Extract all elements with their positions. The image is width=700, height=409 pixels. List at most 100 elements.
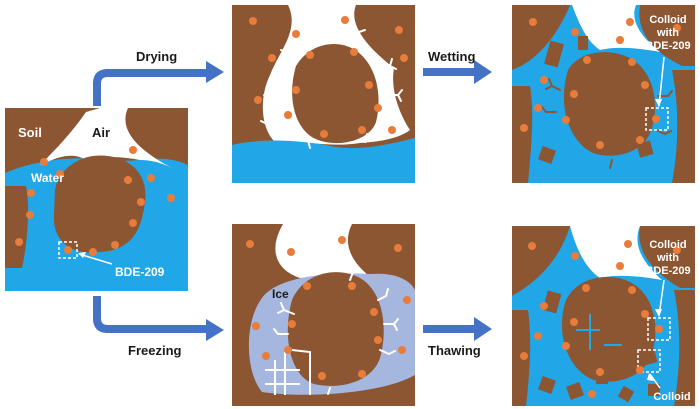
process-arrows: Drying Freezing Wetting Thawing [93,49,492,358]
label-colloid-bde-wetting-1: Colloid [649,14,686,26]
arrow-to-freezing-icon [93,296,224,341]
colloid-arrowhead-icon [647,373,654,381]
bde-particle-icon [534,104,542,112]
thaw-cracks [576,314,622,350]
bde-particle-icon [520,124,528,132]
colloid-bde-box-wetting [645,107,669,131]
bde-particle-icon [374,336,382,344]
label-soil: Soil [18,125,42,140]
panel-freezing: Ice [232,224,415,406]
bde-particle-icon [64,246,72,254]
bde-particle-icon [562,116,570,124]
bde-particle-icon [388,126,396,134]
bde-particle-icon [520,352,528,360]
arrow-to-thawing-icon [423,317,492,341]
particles-freezing [246,236,411,380]
particles-thawing [520,240,681,398]
bde-particle-icon [292,30,300,38]
bde-particle-icon [528,242,536,250]
label-colloid-bde-wetting-3: BDE-209 [645,40,690,52]
bde-particle-icon [350,48,358,56]
bde-particle-icon [320,130,328,138]
bde-particle-icon [624,240,632,248]
bde-particle-icon [292,86,300,94]
bde-particle-icon [40,158,48,166]
bde-particle-icon [403,296,411,304]
bde-particle-icon [89,248,97,256]
drying-roots [260,29,403,149]
panel-drying [232,5,415,183]
bde-particle-icon [673,246,681,254]
bde-particle-icon [582,284,590,292]
bde-particle-icon [303,282,311,290]
bde-particle-icon [306,51,314,59]
bde-particle-icon [616,262,624,270]
bde-particle-icon [167,194,175,202]
bde-particle-icon [588,390,596,398]
particles-drying [249,16,408,138]
bde-particle-icon [596,141,604,149]
label-drying: Drying [136,49,177,64]
bde-particle-icon [398,346,406,354]
bde-particle-icon [56,170,64,178]
bde-particle-icon [534,332,542,340]
bde-particle-icon [341,16,349,24]
bde-pointer-arrowhead-icon [78,252,86,258]
bde-particle-icon [284,346,292,354]
bde-particle-icon [616,36,624,44]
bde-particle-icon [641,81,649,89]
bde-particle-icon [129,219,137,227]
bde-particle-icon [124,176,132,184]
bde-particle-icon [284,111,292,119]
label-colloid-bde-thawing-3: BDE-209 [645,265,690,277]
bde-particle-icon [137,198,145,206]
bde-particle-icon [374,104,382,112]
bde-particle-icon [348,282,356,290]
bde-particle-icon [570,90,578,98]
bde-particle-icon [338,236,346,244]
freezing-roots [273,271,399,395]
bde-particle-icon [288,320,296,328]
bde-particle-icon [268,54,276,62]
bde-particle-icon [27,189,35,197]
bde-particle-icon [540,302,548,310]
bde-particle-icon [628,58,636,66]
ice-cracks [265,349,311,395]
arrow-to-wetting-icon [423,60,492,84]
bde-particle-icon [262,352,270,360]
bde-particle-icon [15,238,23,246]
label-air: Air [92,125,110,140]
bde-particle-icon [394,244,402,252]
label-thawing: Thawing [428,343,481,358]
colloid-bde-box-thawing [647,317,671,341]
bde-particle-icon [26,211,34,219]
panel-wetting: Colloid with BDE-209 [512,5,695,183]
bde-particle-icon [318,372,326,380]
bde-particle-icon [529,18,537,26]
particles-initial [15,146,175,256]
label-colloid-bde-thawing-1: Colloid [649,239,686,251]
bde-particle-icon [129,146,137,154]
colloid-pointer [649,373,661,389]
bde-particle-icon [246,240,254,248]
bde-particle-icon [111,241,119,249]
bde-particle-icon [673,24,681,32]
bde-particle-icon [287,248,295,256]
bde-marker-box [58,241,78,259]
label-colloid-bde-thawing-2: with [656,252,679,264]
panel-thawing: Colloid with BDE-209 Colloid [512,226,695,406]
bde-particle-icon [562,342,570,350]
label-colloid: Colloid [653,391,690,403]
bde-particle-icon [540,76,548,84]
bde-particle-icon [628,286,636,294]
bde-particle-icon [358,370,366,378]
label-water: Water [31,171,64,185]
bde-particle-icon [358,126,366,134]
arrow-to-drying-icon [93,61,224,106]
bde-particle-icon [571,252,579,260]
label-colloid-bde-wetting-2: with [656,27,679,39]
bde-particle-icon [636,366,644,374]
bde-particle-icon [596,368,604,376]
bde-particle-icon [655,325,663,333]
bde-particle-icon [641,310,649,318]
